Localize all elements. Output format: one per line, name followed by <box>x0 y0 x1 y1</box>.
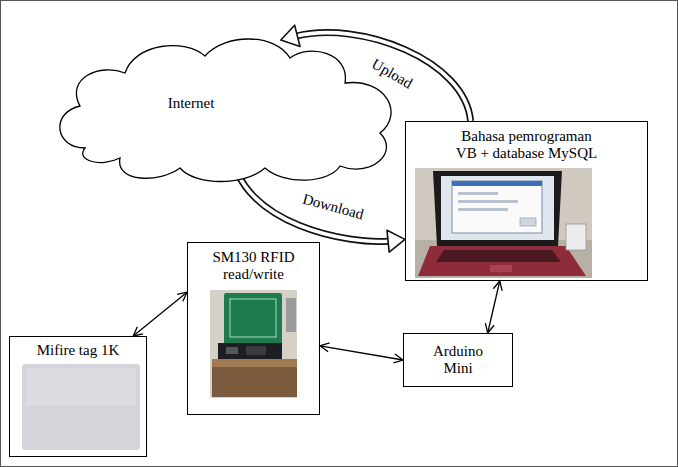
cloud-shape <box>60 39 391 182</box>
app-button <box>520 218 536 226</box>
photo-wall <box>415 168 592 278</box>
laptop-lid <box>433 171 562 246</box>
cloud-outline <box>45 28 397 178</box>
arrowhead <box>177 292 187 301</box>
arrowhead <box>320 343 330 352</box>
link-arrow <box>485 281 502 333</box>
link-arrow <box>320 343 403 363</box>
node-label: Arduino Mini <box>423 343 493 377</box>
hollow-arrowhead <box>387 230 405 252</box>
software-box: Bahasa pemrograman VB + database MySQL <box>405 121 648 281</box>
laptop-touchpad <box>490 265 512 272</box>
arrowhead <box>485 323 494 333</box>
arrowhead <box>393 354 403 363</box>
app-field <box>458 200 518 203</box>
antenna-trace <box>230 299 276 337</box>
link-line <box>133 292 187 336</box>
node-label: Internet <box>131 95 251 112</box>
arduino-board <box>218 343 282 359</box>
flow-label: Download <box>301 191 366 224</box>
laptop-photo <box>415 168 592 278</box>
node-label: Mifire tag 1K <box>15 342 141 359</box>
link-arrow <box>133 292 187 336</box>
laptop-screen <box>441 176 554 240</box>
app-field <box>458 208 508 211</box>
reader-box: SM130 RFID read/write <box>187 242 320 415</box>
link-line <box>320 346 403 360</box>
laptop-base <box>418 246 586 276</box>
app-title-bar <box>452 181 542 186</box>
app-field <box>458 192 498 195</box>
node-label: SM130 RFID read/write <box>204 249 304 283</box>
node-label: Bahasa pemrograman VB + database MySQL <box>452 128 602 162</box>
photo-background <box>210 290 297 398</box>
tag-box: Mifire tag 1K <box>9 336 147 457</box>
arrowhead <box>133 327 143 336</box>
external-drive <box>566 224 586 250</box>
arrowhead <box>493 281 502 291</box>
flow-label: Upload <box>369 56 416 93</box>
controller-box: Arduino Mini <box>403 333 513 387</box>
card-photo <box>22 364 140 450</box>
hollow-arrowhead <box>281 25 300 46</box>
photo-object <box>286 298 296 332</box>
chip <box>246 346 266 355</box>
rfid-reader-photo <box>210 290 297 398</box>
laptop-keyboard <box>436 250 561 262</box>
wood-base <box>212 367 297 397</box>
wood-base-top <box>212 359 297 367</box>
mifare-card <box>22 364 140 450</box>
cloud-node: Internet <box>45 28 397 178</box>
rfid-antenna-board <box>224 293 282 345</box>
card-highlight <box>26 368 136 406</box>
chip <box>226 347 238 354</box>
app-window <box>452 181 542 233</box>
